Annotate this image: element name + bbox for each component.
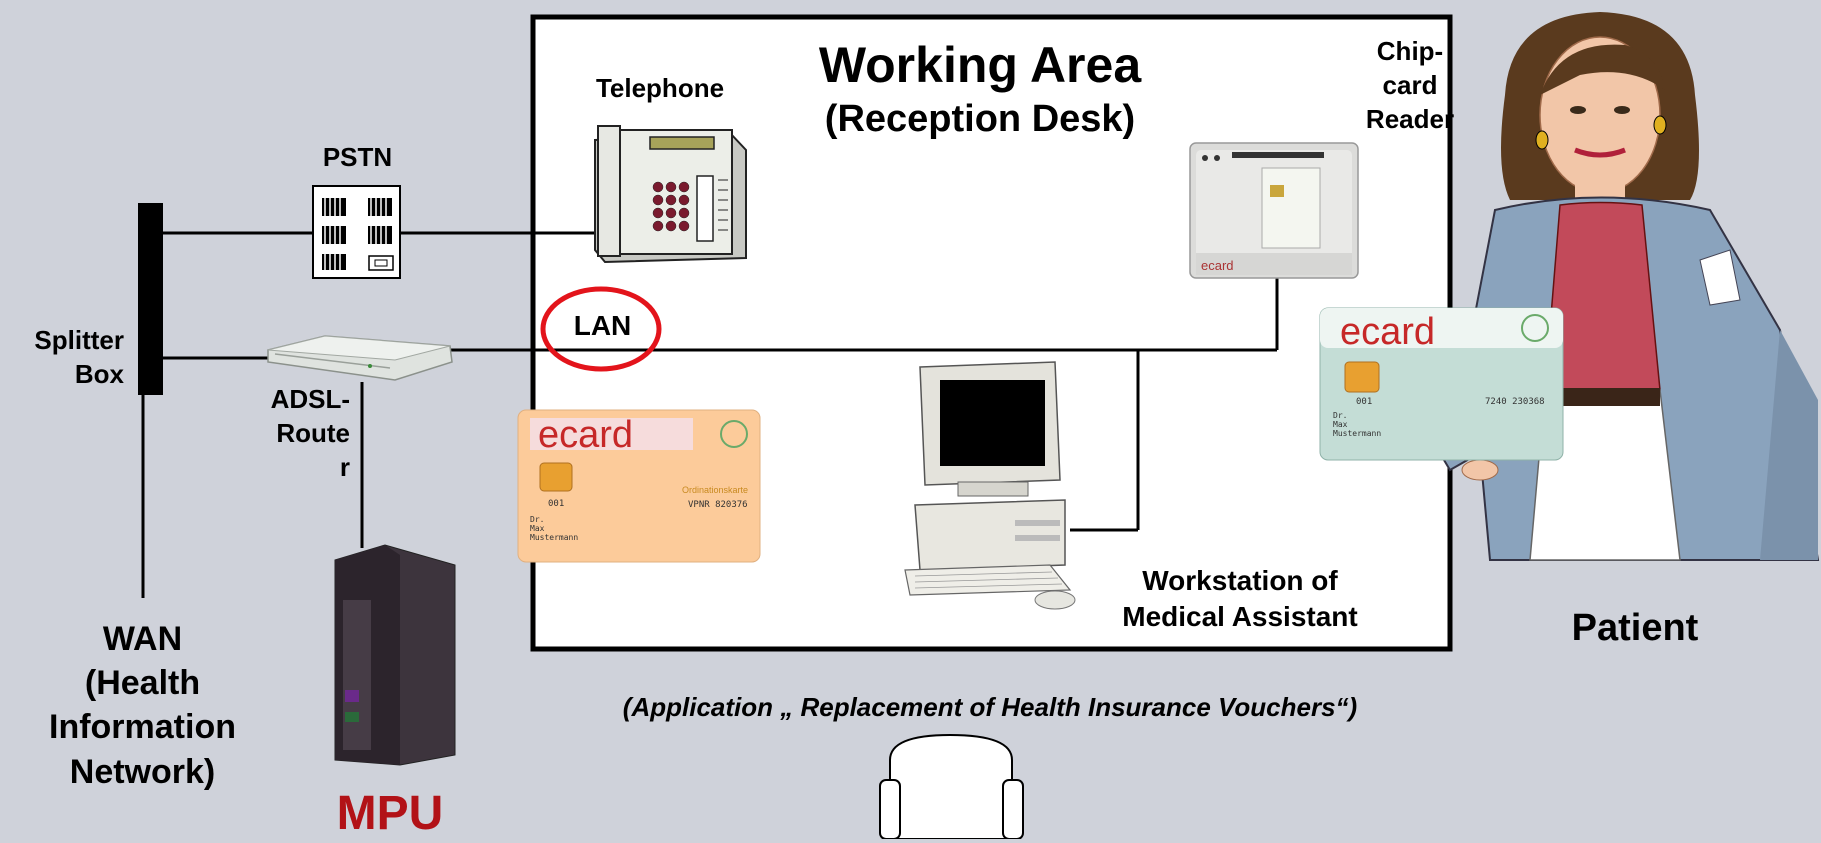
patient-label: Patient xyxy=(1571,607,1699,649)
adsl-router xyxy=(267,335,453,381)
chipcard-reader-label-2: card xyxy=(1382,69,1438,100)
adsl-router-label-2: Route xyxy=(276,417,350,448)
wan-label: WAN (Health Information Network) xyxy=(30,617,255,794)
ecard-doctor-holder-1: Dr. xyxy=(530,515,544,524)
ecard-doctor-holder-3: Mustermann xyxy=(530,533,578,542)
ecard-patient-cardnum: 7240 230368 xyxy=(1485,397,1545,407)
application-caption: (Application „ Replacement of Health Ins… xyxy=(622,692,1358,722)
adsl-router-label: ADSL- Route r xyxy=(220,383,350,484)
wan-label-4: Network) xyxy=(69,752,216,791)
splitter-box-label-2: Box xyxy=(74,358,124,389)
chair xyxy=(879,733,1024,839)
chipcard-reader-label: Chip- card Reader xyxy=(1335,35,1485,136)
ecard-doctor-vpnr: VPNR 820376 xyxy=(688,500,748,510)
ecard-doctor: ecard 001 Ordinationskarte VPNR 820376 D… xyxy=(517,409,761,563)
ecard-patient: ecard 001 7240 230368 Dr. Max Mustermann xyxy=(1319,307,1564,461)
adsl-router-label-3: r xyxy=(339,451,350,482)
workstation-computer xyxy=(904,361,1076,610)
mpu-server xyxy=(334,544,456,766)
ecard-patient-logo: ecard xyxy=(1340,311,1435,353)
ecard-patient-holder-1: Dr. xyxy=(1333,411,1347,420)
ecard-doctor-chipnum: 001 xyxy=(548,499,564,509)
splitter-box xyxy=(138,203,163,395)
working-area-subtitle: (Reception Desk) xyxy=(780,97,1180,143)
workstation-label-2: Medical Assistant xyxy=(1122,601,1358,633)
ecard-doctor-type: Ordinationskarte xyxy=(682,485,748,495)
splitter-box-label: Splitter Box xyxy=(0,324,124,392)
splitter-box-label-1: Splitter xyxy=(34,325,124,355)
reader-ecard-logo: ecard xyxy=(1201,258,1234,273)
pstn-label: PSTN xyxy=(322,142,393,172)
workstation-label-1: Workstation of xyxy=(1142,565,1338,596)
wan-label-1: WAN xyxy=(102,620,183,658)
workstation-label: Workstation of Medical Assistant xyxy=(1090,563,1390,636)
working-area-title: Working Area xyxy=(780,35,1180,95)
ecard-doctor-holder-2: Max xyxy=(530,524,545,533)
working-area-title-text: Working Area xyxy=(818,37,1142,93)
ecard-doctor-logo: ecard xyxy=(538,414,633,456)
mpu-label: MPU xyxy=(336,787,444,840)
wan-label-3: Information xyxy=(49,708,236,747)
patient-figure xyxy=(1418,12,1820,561)
wan-label-2: (Health xyxy=(84,664,201,703)
telephone-device xyxy=(594,125,747,264)
telephone-label: Telephone xyxy=(595,73,725,103)
working-area-subtitle-text: (Reception Desk) xyxy=(824,98,1136,140)
connection-lines xyxy=(141,231,1279,598)
chipcard-reader-label-1: Chip- xyxy=(1376,36,1444,66)
ecard-patient-chipnum: 001 xyxy=(1356,397,1372,407)
pstn-switch xyxy=(312,185,401,279)
ecard-patient-holder-3: Mustermann xyxy=(1333,429,1381,438)
lan-highlight-circle xyxy=(540,286,662,372)
lan-label: LAN xyxy=(573,310,632,341)
chipcard-reader-device: ecard xyxy=(1189,142,1359,279)
chipcard-reader-label-3: Reader xyxy=(1365,103,1455,134)
ecard-patient-holder-2: Max xyxy=(1333,420,1348,429)
adsl-router-label-1: ADSL- xyxy=(270,384,350,414)
